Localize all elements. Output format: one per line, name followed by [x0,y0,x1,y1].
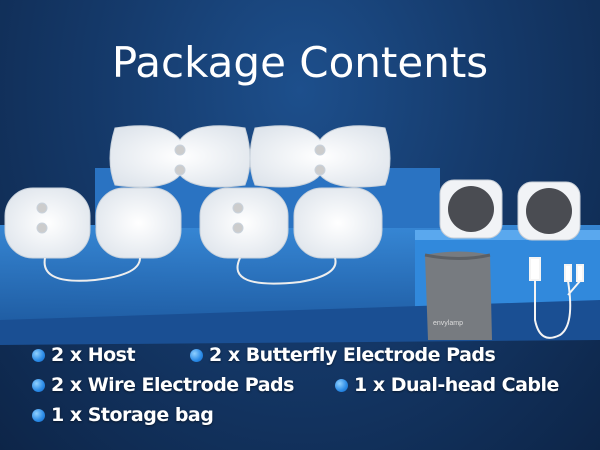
storage-bag: envylamp [424,251,492,340]
host-devices [439,179,581,241]
bullet-icon [190,348,203,362]
list-item: 1 x Dual-head Cable [335,374,559,396]
dual-head-cable [529,257,584,339]
list-item: 2 x Butterfly Electrode Pads [190,344,496,366]
wire-electrode-pads [4,187,383,285]
list-item: 2 x Wire Electrode Pads [32,374,294,396]
bullet-icon [335,378,348,392]
list-item: 1 x Storage bag [32,404,214,426]
list-item: 2 x Host [32,344,136,366]
bullet-icon [32,408,45,422]
bullet-icon [32,348,45,362]
page-title: Package Contents [111,38,489,87]
svg-text:envylamp: envylamp [433,320,463,327]
butterfly-electrode-pads [109,125,391,188]
bullet-icon [32,378,45,392]
